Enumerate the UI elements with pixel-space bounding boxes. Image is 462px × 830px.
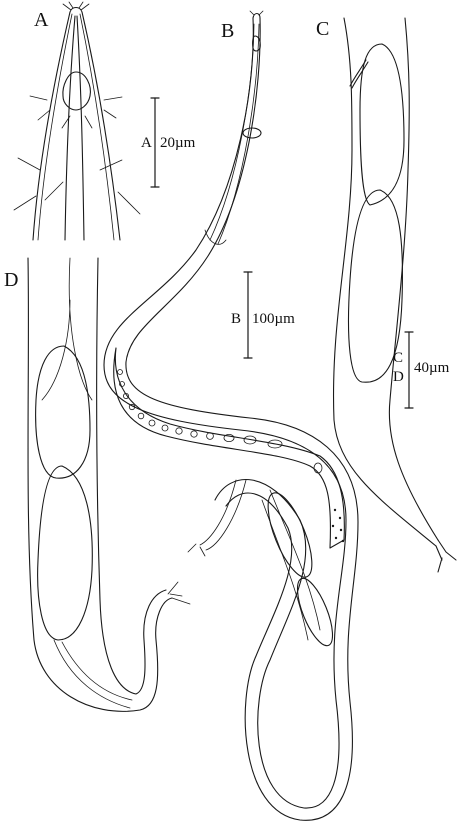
- panel-a-cephalic-setae: [62, 1, 90, 11]
- intestine-granule: [331, 524, 335, 528]
- panel-c-spicule: [349, 59, 369, 89]
- panel-a-amphid: [62, 71, 91, 111]
- panel-label-d: D: [4, 269, 19, 291]
- panel-b-tail-lines: [199, 479, 247, 551]
- scale-cd-panel-letter-c: C: [393, 350, 404, 366]
- scale-cd-panel-letter-d: D: [393, 369, 404, 385]
- intestine-granule: [334, 536, 338, 540]
- intestine-cell: [223, 433, 235, 442]
- panel-b-body-outline-outer: [103, 17, 347, 809]
- panel-label-c: C: [316, 18, 330, 40]
- panel-b-gonad-2: [296, 577, 334, 647]
- intestine-cell: [190, 430, 198, 438]
- intestine-cell: [123, 392, 130, 399]
- panel-c-gonad-upper: [359, 43, 405, 206]
- scale-bar-b: [243, 271, 253, 359]
- intestine-granule: [338, 516, 342, 520]
- panel-b-body-outline-inner: [125, 17, 359, 821]
- panel-a-somatic-setae: [13, 95, 141, 215]
- panel-c-tail: [435, 539, 457, 573]
- panel-a-head-cap: [69, 6, 83, 13]
- intestine-cell: [243, 435, 257, 445]
- panel-d-tail-tip: [167, 581, 191, 605]
- intestine-cell: [148, 419, 156, 427]
- panel-c-gonad-lower: [347, 189, 404, 383]
- panel-b-head: [252, 12, 261, 19]
- panel-a-pharynx-left: [64, 15, 76, 241]
- panel-d-body-left: [27, 257, 173, 712]
- scale-a-value: 20µm: [160, 135, 196, 151]
- panel-a-cuticle-right: [79, 13, 115, 241]
- panel-b-loop-inner-lines: [261, 489, 321, 641]
- intestine-cell: [119, 381, 125, 387]
- panel-d-body-right: [96, 257, 167, 695]
- panel-d-gonad-upper: [35, 345, 91, 479]
- panel-b-nerve-ring: [242, 127, 262, 139]
- panel-b-amphid: [252, 35, 261, 52]
- intestine-cell: [117, 369, 123, 375]
- scale-b-panel-letter: B: [231, 311, 242, 327]
- panel-b-gonad-1: [267, 492, 313, 578]
- intestine-granule: [333, 508, 337, 512]
- intestine-cell: [137, 412, 145, 420]
- scale-bar-cd: [404, 331, 414, 409]
- panel-b-head-setae: [249, 10, 264, 16]
- panel-c-body-left: [333, 17, 437, 547]
- intestine-cell: [175, 427, 183, 435]
- panel-b-intestine: [113, 347, 345, 549]
- scale-cd-value: 40µm: [414, 360, 450, 376]
- panel-b-cardia: [204, 229, 227, 245]
- panel-d-spicule-lines: [53, 639, 133, 709]
- intestine-cell: [313, 462, 323, 474]
- panel-c-drawing: [333, 17, 457, 573]
- intestine-cell: [161, 424, 169, 432]
- panel-b-tail-tip: [187, 543, 206, 557]
- panel-b-drawing: [103, 10, 359, 821]
- intestine-cell: [267, 439, 283, 449]
- panel-a-pharynx-right: [76, 15, 85, 241]
- panel-a-drawing: [13, 1, 141, 241]
- panel-d-gonad-lower: [37, 465, 93, 641]
- intestine-granule: [341, 539, 345, 543]
- panel-b-intestine-outline: [113, 347, 345, 549]
- intestine-granule: [339, 528, 343, 532]
- panel-c-body-right: [388, 17, 439, 541]
- intestine-cell: [206, 432, 214, 440]
- scale-a-panel-letter: A: [141, 135, 152, 151]
- panel-d-drawing: [27, 257, 191, 712]
- panel-label-a: A: [34, 9, 49, 31]
- panel-a-cuticle-left: [37, 13, 73, 241]
- panel-a-body-wall-left: [32, 11, 71, 241]
- scale-bar-a: [150, 97, 160, 188]
- panel-label-b: B: [221, 20, 235, 42]
- scale-b-value: 100µm: [252, 311, 295, 327]
- intestine-cell: [128, 403, 136, 411]
- panel-a-body-wall-right: [81, 11, 121, 241]
